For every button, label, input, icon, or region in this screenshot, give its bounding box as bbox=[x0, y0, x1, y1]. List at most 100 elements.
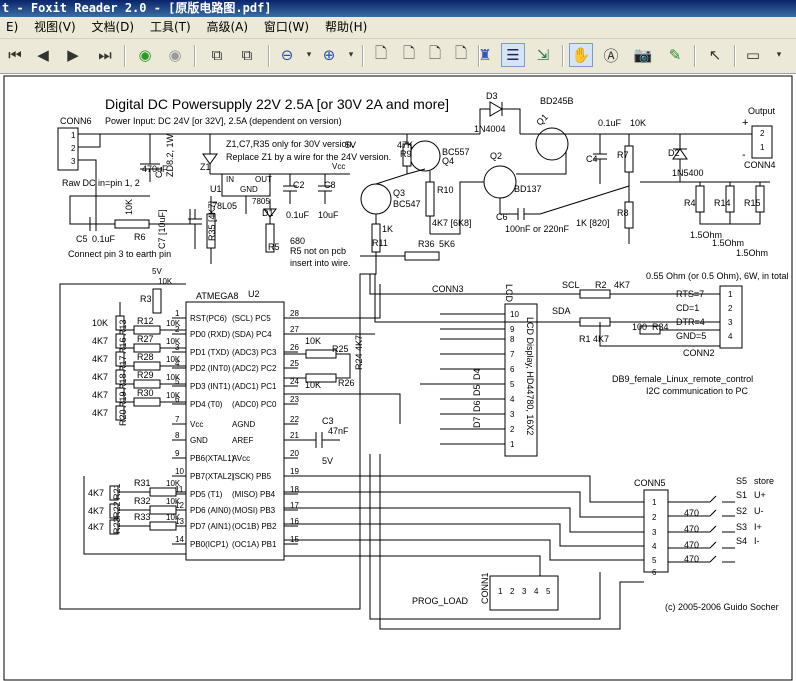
d2-label: D2 bbox=[668, 148, 680, 158]
facing-icon[interactable]: 🗋 bbox=[428, 43, 442, 62]
r1 bbox=[579, 317, 611, 327]
conn2-pin-2: CD=1 bbox=[676, 303, 699, 313]
u2-right-pin-num-10: 19 bbox=[290, 467, 299, 476]
scl-label: SCL bbox=[562, 280, 580, 290]
schematic-page: Digital DC Powersupply 22V 2.5A [or 30V … bbox=[3, 75, 793, 681]
menu-bar: E) 视图(V) 文档(D) 工具(T) 高级(A) 窗口(W) 帮助(H) bbox=[0, 17, 796, 39]
annotation-tool-icon[interactable]: ▭ bbox=[745, 46, 761, 64]
conn5-pin-5: 5 bbox=[652, 556, 657, 565]
zoom-dropdown-2-icon[interactable]: ▾ bbox=[348, 50, 354, 60]
r7-label: R7 bbox=[617, 150, 629, 160]
u2-left-pin-num-1: 1 bbox=[175, 309, 180, 318]
series-res-name-4: R29 bbox=[137, 370, 154, 380]
menu-help[interactable]: 帮助(H) bbox=[324, 20, 368, 34]
lcd-signal-d6: D6 bbox=[472, 400, 482, 412]
svg-text:3: 3 bbox=[522, 587, 527, 596]
continuous-facing-icon[interactable]: 🗋 bbox=[454, 43, 468, 62]
switch-4-resistor: 470 bbox=[684, 540, 699, 550]
pages-panel-icon[interactable]: ☰ bbox=[501, 43, 525, 67]
document-view[interactable]: Digital DC Powersupply 22V 2.5A [or 30V … bbox=[0, 74, 796, 681]
note-1: Z1,C7,R35 only for 30V version. bbox=[226, 139, 354, 149]
next-page-icon[interactable]: ▶ bbox=[67, 46, 79, 64]
conn5-pin-1: 1 bbox=[652, 498, 657, 507]
q2-value: BD137 bbox=[514, 184, 542, 194]
conn4 bbox=[751, 125, 773, 159]
left-res-value-5: 4K7 bbox=[92, 390, 108, 400]
lcd-signal-d5: D5 bbox=[472, 384, 482, 396]
conn5-pin-3: 3 bbox=[652, 528, 657, 537]
r26-label: R26 bbox=[338, 378, 355, 388]
r24-label: R24 4K7 bbox=[354, 335, 364, 370]
series-res-1 bbox=[133, 325, 161, 335]
snapshot-tool-icon[interactable]: 📷 bbox=[633, 46, 653, 64]
zoom-in-icon[interactable]: ⊕ bbox=[322, 46, 336, 64]
r34-value: 100 bbox=[632, 322, 647, 332]
left-res-name-3: R17 bbox=[118, 355, 128, 372]
first-page-icon[interactable]: ⏮ bbox=[8, 46, 22, 64]
last-page-icon[interactable]: ⏭ bbox=[98, 46, 112, 64]
output-label: Output bbox=[748, 106, 776, 116]
u2-right-pin-num-2: 27 bbox=[290, 325, 299, 334]
annotation-dropdown-icon[interactable]: ▾ bbox=[776, 50, 782, 60]
sda-label: SDA bbox=[552, 306, 571, 316]
c3-label: C3 bbox=[322, 416, 334, 426]
c5-value: 0.1uF bbox=[92, 234, 116, 244]
svg-text:5: 5 bbox=[546, 587, 551, 596]
menu-document[interactable]: 文档(D) bbox=[91, 20, 135, 34]
menu-tools[interactable]: 工具(T) bbox=[149, 20, 191, 34]
image-tool-icon[interactable]: ✎ bbox=[668, 46, 682, 64]
menu-edit[interactable]: E) bbox=[6, 20, 19, 34]
svg-text:-: - bbox=[742, 149, 746, 161]
continuous-icon[interactable]: 🗋 bbox=[402, 43, 416, 62]
r33-label: R33 bbox=[134, 512, 151, 522]
zoom-dropdown-icon[interactable]: ▾ bbox=[306, 50, 312, 60]
single-page-icon[interactable]: 🗋 bbox=[374, 43, 388, 62]
r33-resistor bbox=[149, 521, 177, 531]
bookmarks-panel-icon[interactable]: ♜ bbox=[478, 46, 492, 64]
u2-right-pin-num-3: 26 bbox=[290, 343, 299, 352]
r10-label: R10 bbox=[437, 185, 454, 195]
prev-page-icon[interactable]: ◀ bbox=[37, 46, 49, 64]
left-res-1 bbox=[115, 315, 125, 331]
r3 bbox=[152, 288, 162, 314]
conn2-pin-num-1: 1 bbox=[728, 290, 733, 299]
menu-advanced[interactable]: 高级(A) bbox=[206, 20, 249, 34]
r11-value: 1K bbox=[382, 224, 393, 234]
select-tool-icon[interactable]: ↖ bbox=[708, 46, 722, 64]
u2-right-pin-5: (ADC1) PC1 bbox=[232, 382, 277, 391]
conn6-label: CONN6 bbox=[60, 116, 92, 126]
u2-right-pin-num-4: 25 bbox=[290, 359, 299, 368]
r15-value: 1.5Ohm bbox=[736, 248, 768, 258]
u2-left-pin-num-4: 4 bbox=[175, 359, 180, 368]
z1-label: Z1 bbox=[200, 162, 211, 172]
u2-left-pin-num-12: 12 bbox=[175, 501, 184, 510]
menu-window[interactable]: 窗口(W) bbox=[263, 20, 310, 34]
back-icon[interactable]: ◉ bbox=[138, 46, 152, 64]
u2-right-pin-10: (SCK) PB5 bbox=[232, 472, 272, 481]
u2-atmega8 bbox=[185, 301, 285, 561]
forward-icon[interactable]: ◉ bbox=[168, 46, 182, 64]
u2-right-pin-num-9: 20 bbox=[290, 449, 299, 458]
lcd-pin-4: 7 bbox=[510, 350, 515, 359]
fit-width-icon[interactable]: ⇲ bbox=[536, 46, 550, 64]
u2-right-pin-1: (SCL) PC5 bbox=[232, 314, 271, 323]
menu-view[interactable]: 视图(V) bbox=[34, 20, 76, 34]
q1 bbox=[535, 127, 569, 161]
r35-label: R35 [4K7] bbox=[207, 201, 217, 241]
zoom-out-icon[interactable]: ⊖ bbox=[280, 46, 294, 64]
rotate-right-icon[interactable]: ⧉ bbox=[241, 46, 253, 64]
text-select-tool-icon[interactable]: Ⓐ bbox=[603, 46, 619, 65]
rotate-left-icon[interactable]: ⧉ bbox=[211, 46, 223, 64]
hand-tool-icon[interactable]: ✋ bbox=[569, 43, 593, 67]
r34-label: R34 bbox=[652, 322, 669, 332]
lcd-pin-6: 5 bbox=[510, 380, 515, 389]
conn2-label: CONN2 bbox=[683, 348, 715, 358]
switch-4-label: S3 bbox=[736, 522, 747, 532]
conn4-label: CONN4 bbox=[744, 160, 776, 170]
r11-label: R11 bbox=[372, 238, 388, 248]
svg-text:2: 2 bbox=[760, 129, 765, 138]
svg-text:2: 2 bbox=[510, 587, 515, 596]
lcd-desc: LCD Display, HD44780, 16X2 bbox=[525, 317, 535, 435]
